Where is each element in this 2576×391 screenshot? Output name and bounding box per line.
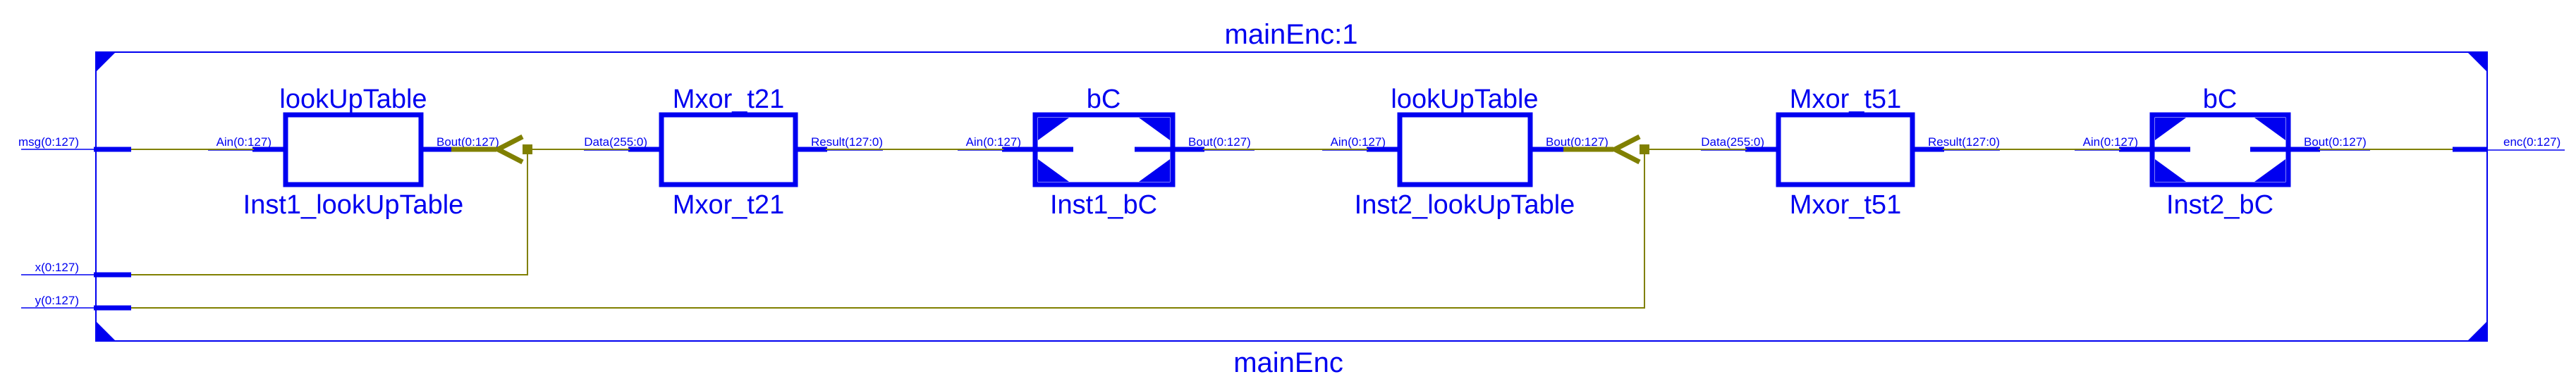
bc-corner-triangle: [2254, 118, 2285, 140]
bc-corner-triangle: [2155, 118, 2186, 140]
module-boundary: [95, 51, 2488, 342]
block-type-label: bC: [1087, 85, 1121, 114]
module-title-top: mainEnc:1: [1225, 19, 1358, 50]
input-port-y: y(0:127): [21, 294, 131, 311]
block-outline[interactable]: [1397, 112, 1533, 187]
port-label-data: Data(255:0): [584, 135, 647, 149]
port-label-ain: Ain(0:127): [216, 135, 271, 149]
bc-corner-triangle: [2155, 159, 2186, 182]
net-x[interactable]: [131, 151, 528, 275]
net-junction-dot: [1640, 144, 1649, 154]
port-label-result: Result(127:0): [1928, 135, 2000, 149]
input-port-x: x(0:127): [21, 261, 131, 278]
block-outline[interactable]: [283, 112, 424, 187]
block-instance-label: Mxor_t51: [1790, 190, 1901, 220]
bc-corner-triangle: [2254, 159, 2285, 182]
block-instance-label: Mxor_t21: [673, 190, 784, 220]
module-title-bottom: mainEnc: [1233, 347, 1343, 378]
io-port-label: msg(0:127): [18, 135, 79, 149]
block-type-label: bC: [2203, 85, 2238, 114]
block-type-label: Mxor_t51: [1790, 85, 1901, 114]
net-junction-dot: [523, 144, 532, 154]
port-label-bout: Bout(0:127): [1188, 135, 1251, 149]
bc-corner-triangle: [1139, 159, 1170, 182]
bc-corner-triangle: [1139, 118, 1170, 140]
block-type-label: lookUpTable: [1391, 85, 1538, 114]
bc-corner-triangle: [1038, 159, 1069, 182]
bc-corner-triangle: [1038, 118, 1069, 140]
block-instance-label: Inst2_bC: [2166, 190, 2273, 220]
block-inst1-lookuptable: lookUpTable Inst1_lookUpTable Ain(0:127)…: [208, 85, 503, 220]
port-label-data: Data(255:0): [1701, 135, 1764, 149]
port-label-bout: Bout(0:127): [2304, 135, 2367, 149]
output-port-enc: enc(0:127): [2453, 135, 2565, 152]
corner-marker-bottom-left: [96, 321, 116, 341]
block-type-label: Mxor_t21: [673, 85, 784, 114]
net-direction-arrow-icon: [1609, 134, 1641, 165]
block-instance-label: Inst2_lookUpTable: [1355, 190, 1575, 220]
block-instance-label: Inst1_lookUpTable: [243, 190, 464, 220]
corner-marker-top-right: [2467, 52, 2487, 72]
port-label-ain: Ain(0:127): [2083, 135, 2138, 149]
block-type-label: lookUpTable: [279, 85, 427, 114]
block-outline[interactable]: [659, 112, 798, 187]
block-instance-label: Inst1_bC: [1050, 190, 1157, 220]
io-port-label: y(0:127): [35, 294, 79, 307]
block-inst2-bc: bC Inst2_bC Ain(0:127) Bout(0:127): [2075, 85, 2370, 220]
block-mxor-t51: Mxor_t51 Mxor_t51 Data(255:0) Result(127…: [1701, 85, 2000, 220]
net-direction-arrow-icon: [492, 134, 524, 165]
port-label-bout: Bout(0:127): [437, 135, 499, 149]
port-label-bout: Bout(0:127): [1546, 135, 1609, 149]
corner-marker-top-left: [96, 52, 116, 72]
block-inst2-lookuptable: lookUpTable Inst2_lookUpTable Ain(0:127)…: [1322, 85, 1612, 220]
input-port-msg: msg(0:127): [18, 135, 131, 152]
block-inst1-bc: bC Inst1_bC Ain(0:127) Bout(0:127): [958, 85, 1255, 220]
port-label-result: Result(127:0): [811, 135, 883, 149]
port-label-ain: Ain(0:127): [966, 135, 1021, 149]
port-label-ain: Ain(0:127): [1331, 135, 1386, 149]
block-mxor-t21: Mxor_t21 Mxor_t21 Data(255:0) Result(127…: [584, 85, 883, 220]
corner-marker-bottom-right: [2467, 321, 2487, 341]
io-port-label: enc(0:127): [2503, 135, 2560, 149]
block-outline[interactable]: [1776, 112, 1915, 187]
net-y[interactable]: [131, 151, 1645, 309]
io-port-label: x(0:127): [35, 261, 79, 274]
